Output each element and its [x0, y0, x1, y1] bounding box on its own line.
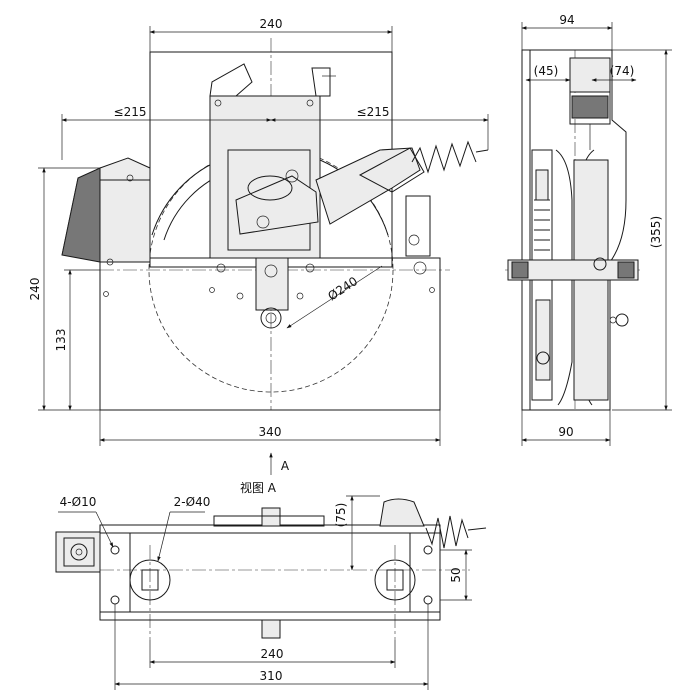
dim-front-width-base: 340	[259, 425, 282, 439]
dim-side-width-top: 94	[559, 13, 574, 27]
hole-large-left	[129, 559, 171, 601]
hole-small-3	[423, 545, 433, 555]
dim-side-height-total: (355)	[649, 216, 663, 248]
dim-side-offset-right: (74)	[610, 64, 635, 78]
dim-view-a-hole-spacing: 240	[261, 647, 284, 661]
hub-block	[255, 257, 289, 311]
dim-view-a-depth: 50	[449, 567, 463, 582]
view-a-title: 视图 A	[240, 480, 277, 495]
view-a: A 视图 A	[55, 452, 487, 690]
dim-front-width-top: 240	[260, 17, 283, 31]
hole-small-2	[110, 595, 120, 605]
side-view: 94 (45) (74) (355) 90	[505, 13, 672, 446]
hole-large-right	[374, 559, 416, 601]
dim-side-offset-left: (45)	[534, 64, 559, 78]
label-holes-small: 4-Ø10	[60, 495, 97, 509]
hole-small-1	[110, 545, 120, 555]
dim-front-height-axle: 133	[54, 329, 68, 352]
axle-nut	[260, 307, 282, 329]
view-a-plate	[99, 524, 441, 621]
dim-front-reach-right: ≤215	[357, 105, 390, 119]
label-holes-large: 2-Ø40	[174, 495, 211, 509]
dim-front-wheel-diameter: Ø240	[325, 274, 360, 303]
view-a-arrow-label: A	[281, 459, 290, 473]
dim-view-a-height-offset: (75)	[334, 503, 348, 528]
front-view: 240 ≤215 ≤215 240 133 Ø240 340	[28, 17, 489, 446]
spring	[411, 140, 489, 174]
dim-view-a-width-total: 310	[260, 669, 283, 683]
right-arm	[315, 147, 421, 225]
wheel-outline	[148, 147, 394, 393]
view-a-spring	[425, 515, 487, 549]
dim-front-reach-left: ≤215	[114, 105, 147, 119]
dim-side-width-base: 90	[558, 425, 573, 439]
left-arm	[99, 167, 151, 263]
hole-small-4	[423, 595, 433, 605]
dim-front-height-total: 240	[28, 278, 42, 301]
